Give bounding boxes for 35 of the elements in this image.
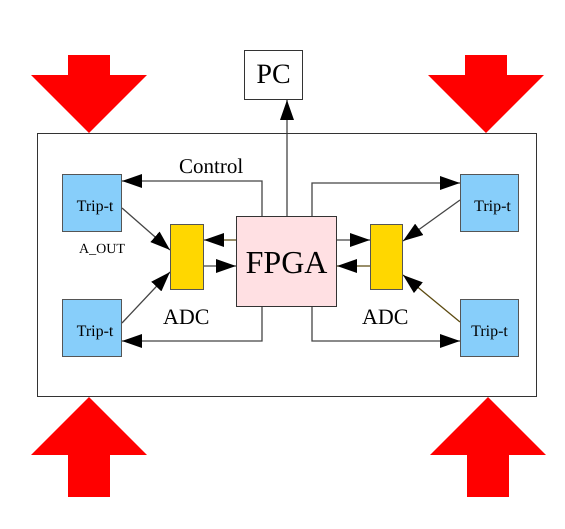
- component-label: ADC: [362, 306, 408, 328]
- chip-box: [62, 299, 122, 357]
- board-outline: [37, 133, 537, 397]
- node-label: Trip-t: [76, 199, 114, 215]
- chip-box: [460, 299, 519, 357]
- arrow: [311, 307, 460, 348]
- block-arrow: [31, 55, 147, 133]
- pc-box: [244, 50, 303, 100]
- node-label: Trip-t: [76, 324, 114, 340]
- node-label: Trip-t: [471, 324, 508, 340]
- node-label: PC: [256, 61, 291, 89]
- block-arrow: [31, 397, 147, 497]
- chip-box: [460, 174, 519, 232]
- node-label: Trip-t: [474, 199, 511, 215]
- arrow: [337, 233, 370, 247]
- block-arrow: [428, 55, 544, 133]
- arrow: [311, 176, 460, 216]
- arrow: [402, 199, 460, 242]
- node-label: FPGA: [246, 246, 328, 278]
- arrow: [122, 174, 263, 216]
- arrow: [204, 233, 236, 247]
- fpga-box: [236, 216, 337, 307]
- adc-box: [170, 224, 204, 290]
- arrow: [122, 272, 170, 324]
- arrow: [337, 259, 370, 273]
- component-label: ADC: [163, 306, 210, 328]
- adc-box: [370, 224, 403, 290]
- arrow: [280, 100, 294, 216]
- chip-box: [62, 174, 122, 232]
- arrow: [402, 274, 460, 322]
- block-arrow: [430, 397, 546, 497]
- arrow: [122, 208, 170, 250]
- arrow: [122, 307, 263, 348]
- signal-label: A_OUT: [79, 243, 125, 257]
- arrow: [204, 259, 236, 273]
